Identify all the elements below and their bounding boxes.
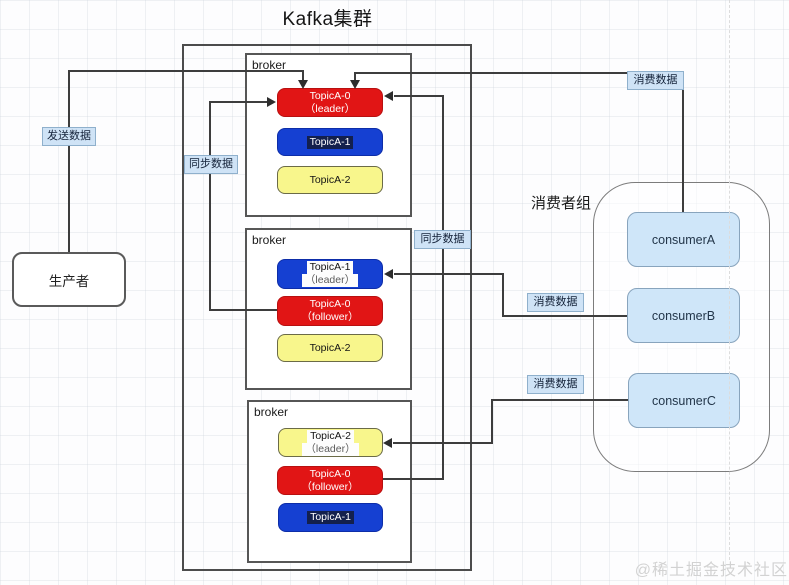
kafka-cluster-box [182,44,472,571]
topic-a2-broker2: TopicA-2 [277,334,383,362]
topic-name: TopicA-0 [309,298,351,310]
consumer-a-label: consumerA [651,232,716,247]
topic-role: （follower） [301,311,359,323]
send-data-chip: 发送数据 [42,127,96,146]
topic-a0-leader-broker1: TopicA-0 （leader） [277,88,383,117]
sync2-line-top [394,95,444,97]
topic-role: （leader） [302,442,359,456]
consumer-group-label: 消费者组 [531,195,592,212]
page-boundary-dashed-line [729,0,730,560]
sync2-line-bottom [383,478,444,480]
arrowhead-producer-to-leader [298,80,308,89]
arrowhead-sync1-to-leader [267,97,276,107]
consumer-b-line-horizontal [503,315,627,317]
sync2-line-vertical [442,95,444,480]
broker2-label: broker [252,233,287,247]
topic-a2-leader-broker3: TopicA-2 （leader） [278,428,383,457]
topic-a0-follower-broker2: TopicA-0 （follower） [277,296,383,326]
broker3-label: broker [254,405,289,419]
consumer-a-line-horizontal [355,72,684,74]
topic-role: （leader） [304,102,356,115]
consumer-c-line-horizontal [492,399,628,401]
topic-name: TopicA-1 [306,261,354,274]
topic-name: TopicA-1 [307,511,354,524]
arrowhead-sync2-to-leader [384,91,393,101]
topic-name: TopicA-0 [309,89,351,102]
producer-label: 生产者 [48,273,90,289]
topic-role: （leader） [301,274,359,287]
diagram-title: Kafka集群 [282,9,373,30]
broker1-label: broker [252,58,287,72]
sync1-line-top [210,101,268,103]
topic-a1-broker1: TopicA-1 [277,128,383,156]
consumer-b-box: consumerB [627,288,740,343]
watermark: @稀土掘金技术社区 [634,562,788,579]
topic-name: TopicA-2 [309,341,351,354]
consume-data-chip-c: 消费数据 [527,375,584,394]
arrowhead-consumer-a-to-leader [350,80,360,89]
topic-a1-broker3: TopicA-1 [278,503,383,532]
consumer-c-line-vertical [491,399,493,444]
consume-data-chip-a: 消费数据 [627,71,684,90]
topic-name: TopicA-2 [307,429,354,443]
topic-name: TopicA-2 [309,173,351,186]
consumer-c-line-top [393,442,493,444]
sync1-line-bottom [209,309,277,311]
topic-name: TopicA-1 [306,135,354,149]
consumer-a-box: consumerA [627,212,740,267]
consumer-b-label: consumerB [651,308,716,323]
topic-a2-broker1: TopicA-2 [277,166,383,194]
consumer-a-line-vertical [682,72,684,212]
producer-line-vertical [68,70,70,252]
arrowhead-consumer-c-to-leader [383,438,392,448]
arrowhead-consumer-b-to-leader [384,269,393,279]
producer-line-horizontal [68,70,304,72]
sync-data-chip-2: 同步数据 [414,230,471,249]
consumer-c-label: consumerC [652,393,716,408]
consumer-b-line-vertical [502,273,504,317]
topic-role: （follower） [301,480,359,493]
topic-name: TopicA-0 [309,467,351,480]
consumer-b-line-top [394,273,504,275]
topic-a1-leader-broker2: TopicA-1 （leader） [277,259,383,289]
sync-data-chip-1: 同步数据 [184,155,238,174]
topic-a0-follower-broker3: TopicA-0 （follower） [277,466,383,495]
sync1-line-vertical [209,101,211,311]
consume-data-chip-b: 消费数据 [527,293,584,312]
producer-box: 生产者 [12,252,126,307]
producer-line-drop [302,70,304,82]
consumer-c-box: consumerC [628,373,740,428]
consumer-a-line-drop [354,72,356,82]
